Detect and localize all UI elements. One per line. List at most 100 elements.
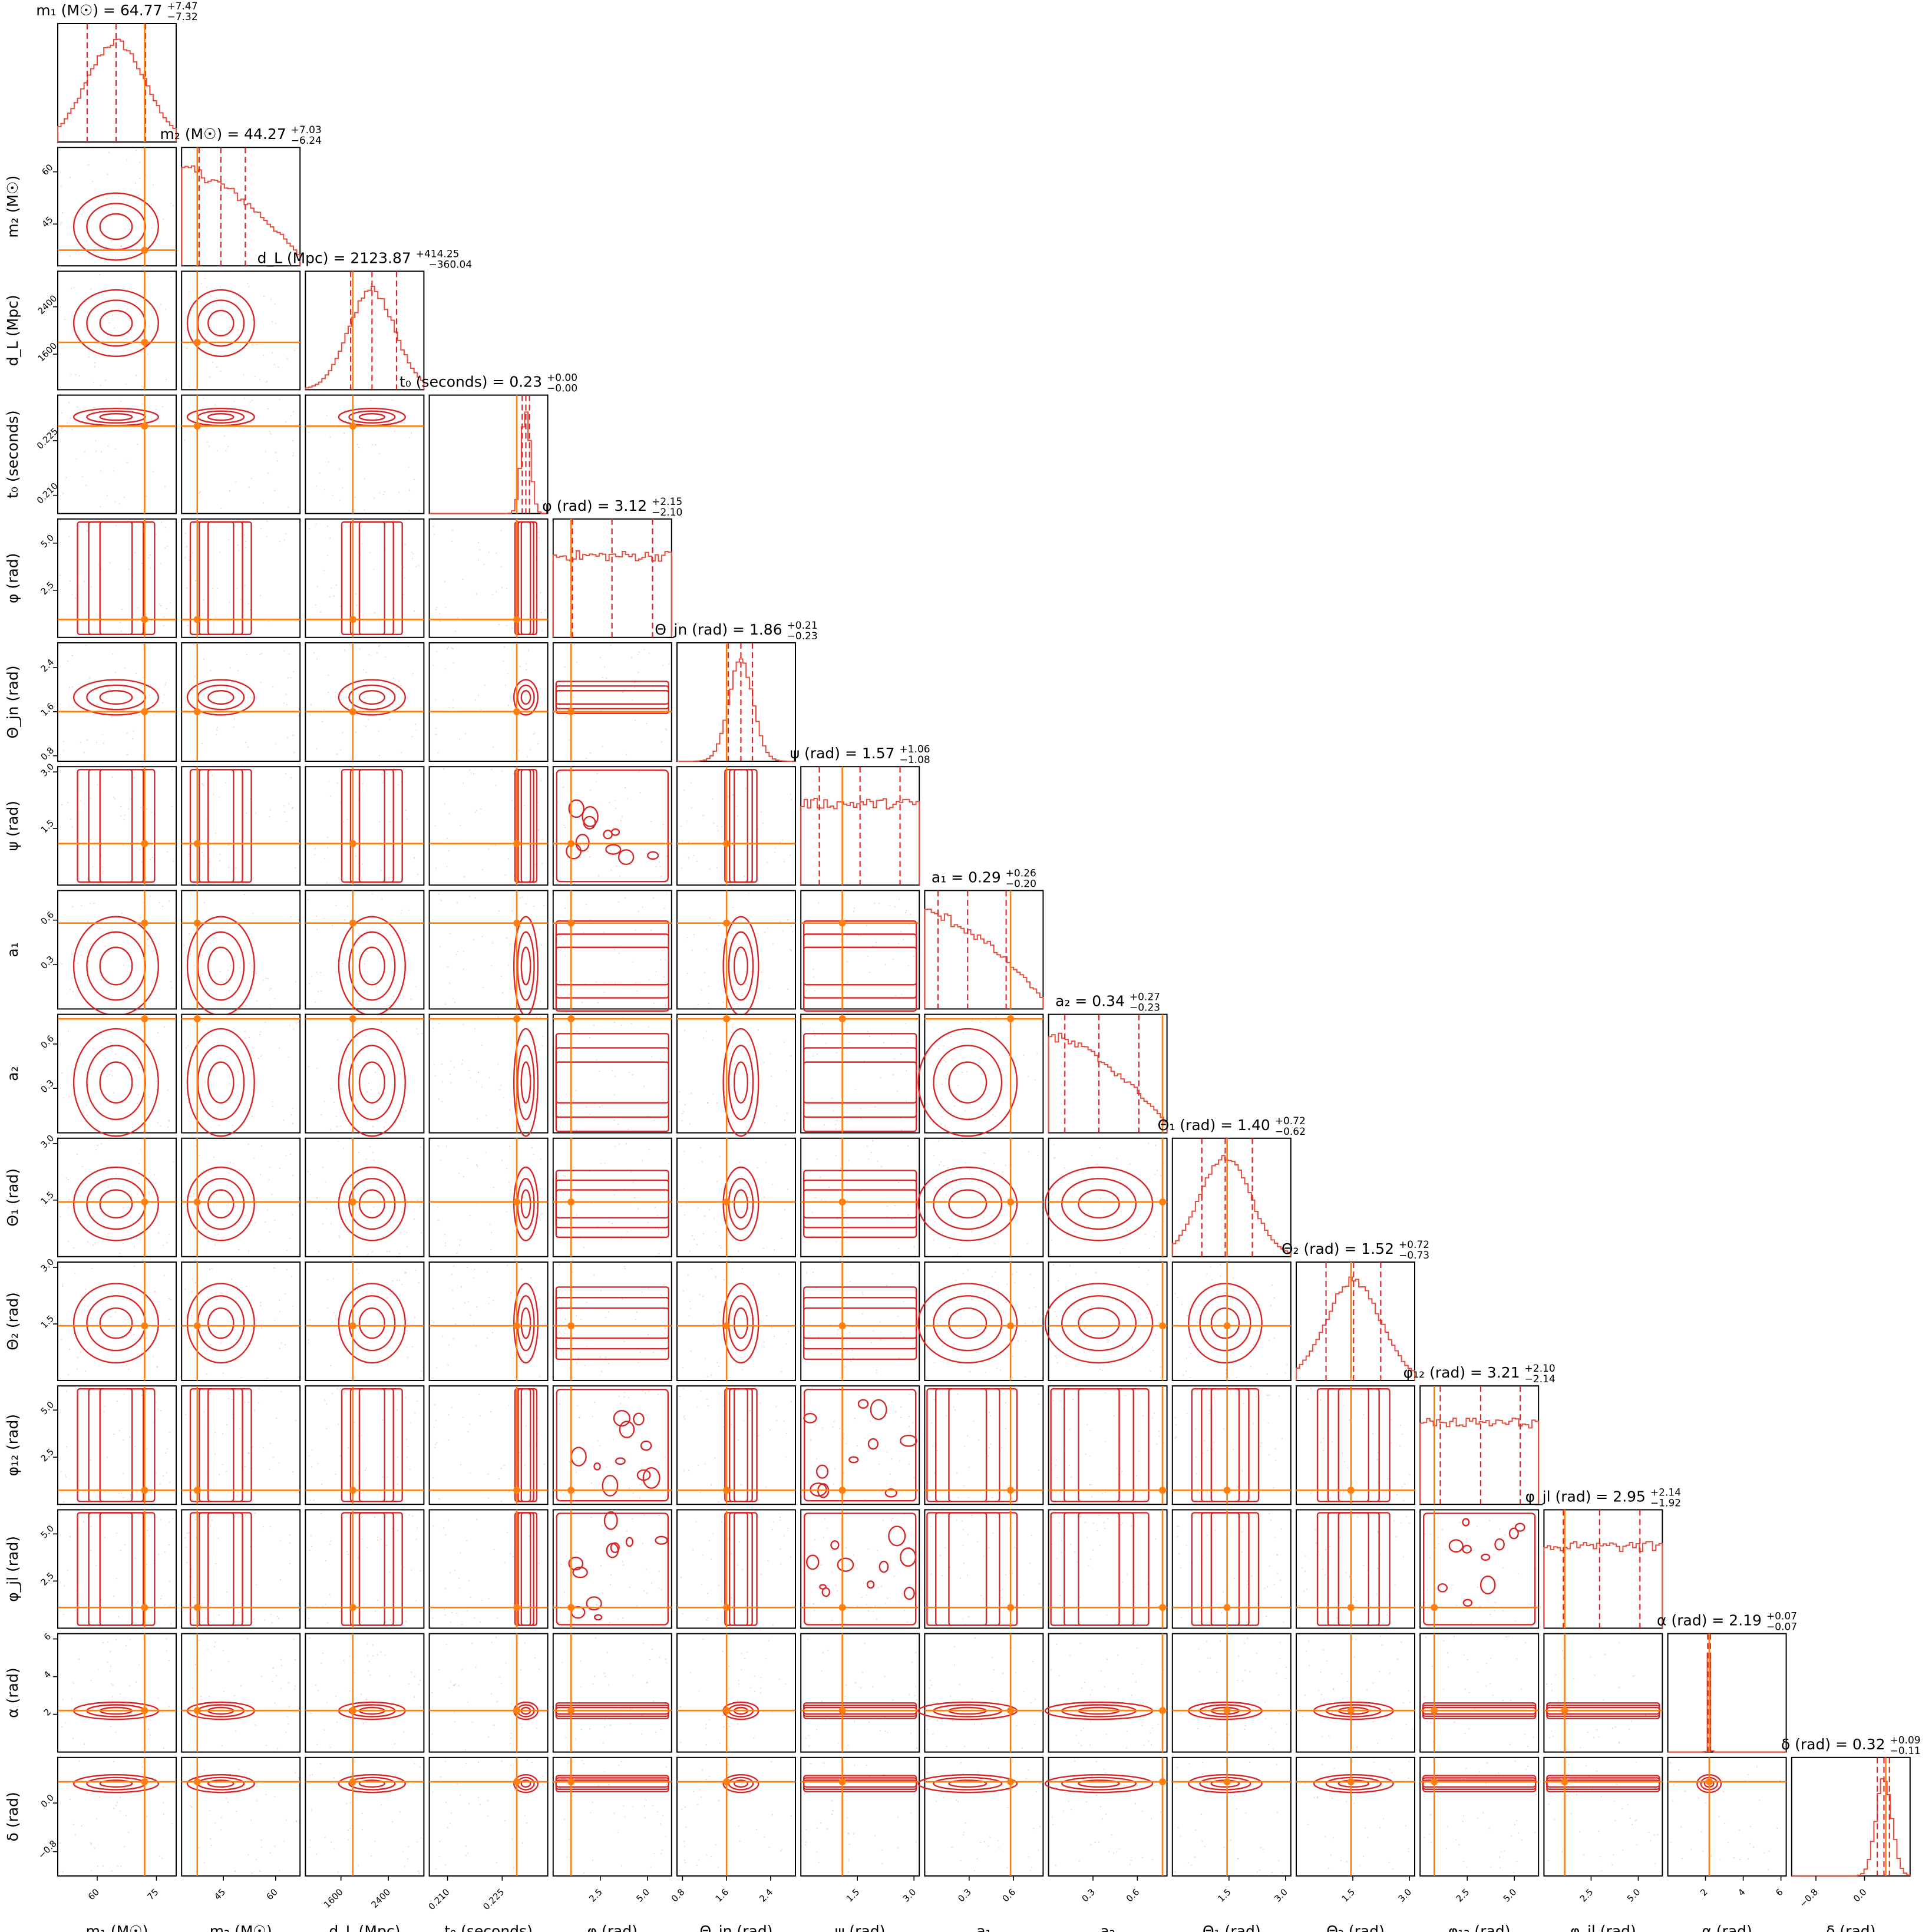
sample-point [686, 820, 688, 822]
sample-point [820, 1199, 823, 1201]
sample-point [454, 1721, 456, 1723]
sample-point [248, 1452, 250, 1455]
y-tick-label: 5.0 [39, 1399, 57, 1417]
sample-point [465, 1845, 467, 1847]
x-axis-label: t₀ (seconds) [444, 1923, 532, 1932]
truth-marker [141, 1198, 148, 1206]
sample-point [902, 1557, 904, 1559]
sample-point [957, 1085, 959, 1086]
sample-point [128, 1436, 131, 1438]
sample-point [256, 1000, 257, 1002]
sample-point [269, 1852, 271, 1854]
sample-point [737, 1005, 739, 1007]
sample-point [630, 1022, 632, 1024]
sample-point [959, 1577, 962, 1580]
sample-point [398, 1253, 400, 1255]
sample-point [269, 1525, 271, 1528]
sample-point [679, 1706, 682, 1708]
sample-point [186, 546, 188, 548]
sample-point [170, 276, 172, 278]
sample-point [752, 1284, 754, 1286]
sample-point [1075, 1735, 1077, 1736]
sample-point [68, 1374, 70, 1376]
contour-panel-m1-alpha [57, 1633, 177, 1753]
sample-point [983, 1841, 986, 1842]
contour [879, 1560, 889, 1573]
sample-point [385, 1075, 387, 1077]
sample-point [1014, 1329, 1016, 1330]
sample-point [576, 1362, 578, 1364]
sample-point [137, 1601, 139, 1603]
sample-point [488, 1303, 490, 1304]
contour [520, 1061, 531, 1104]
sample-point [277, 1748, 279, 1750]
sample-point [1197, 1728, 1199, 1730]
sample-point [458, 1685, 460, 1687]
sample-point [60, 1338, 62, 1340]
sample-point [262, 502, 265, 504]
sample-point [754, 1675, 755, 1677]
panel-frame [800, 1261, 920, 1381]
sample-point [663, 907, 665, 909]
sample-point [435, 651, 438, 653]
contour [207, 690, 235, 705]
sample-point [590, 1516, 592, 1518]
sample-point [525, 1425, 527, 1427]
sample-point [397, 1706, 398, 1708]
sample-point [524, 805, 526, 807]
sample-point [295, 1419, 296, 1421]
sample-point [184, 1288, 186, 1290]
contour [348, 1178, 396, 1230]
sample-point [69, 176, 71, 179]
sample-point [88, 356, 90, 358]
sample-point [80, 1351, 82, 1353]
sample-point [444, 1588, 446, 1590]
sample-point [763, 1836, 765, 1838]
sample-point [209, 1319, 211, 1321]
sample-point [147, 1530, 148, 1531]
sample-point [763, 1341, 765, 1343]
y-axis-label: Θ_jn (rad) [4, 666, 21, 739]
sample-point [126, 732, 128, 734]
sample-point [115, 1805, 117, 1806]
sample-point [741, 1783, 743, 1785]
sample-point [624, 1267, 626, 1270]
sample-point [414, 1762, 415, 1764]
sample-point [835, 1349, 837, 1351]
sample-point [1594, 1674, 1596, 1676]
sample-point [356, 444, 359, 445]
sample-point [980, 1723, 983, 1725]
sample-point [214, 832, 217, 834]
sample-point [155, 1312, 157, 1314]
sample-point [879, 1463, 880, 1465]
contour [358, 946, 385, 986]
sample-point [453, 1265, 455, 1267]
sample-point [194, 1518, 196, 1520]
sample-point [847, 1745, 849, 1746]
sample-point [909, 913, 911, 916]
sample-point [434, 1446, 436, 1448]
sample-point [1060, 1400, 1062, 1402]
sample-point [681, 1808, 683, 1811]
sample-point [157, 1032, 159, 1034]
sample-point [706, 1375, 708, 1378]
sample-point [820, 1468, 823, 1470]
sample-point [835, 1124, 837, 1125]
sample-point [260, 1031, 262, 1033]
sample-point [992, 1276, 993, 1278]
sample-point [233, 718, 236, 720]
sample-point [847, 1832, 850, 1834]
truth-marker [141, 1707, 148, 1715]
sample-point [408, 1683, 410, 1685]
sample-point [160, 1125, 161, 1127]
sample-point [480, 808, 482, 810]
sample-point [93, 902, 95, 904]
sample-point [638, 1362, 639, 1363]
sample-point [85, 1104, 88, 1106]
sample-point [645, 1682, 647, 1684]
sample-point [254, 375, 256, 378]
panel-frame [305, 1385, 425, 1505]
sample-point [251, 399, 253, 401]
contour [582, 805, 599, 827]
sample-point [538, 1562, 540, 1564]
